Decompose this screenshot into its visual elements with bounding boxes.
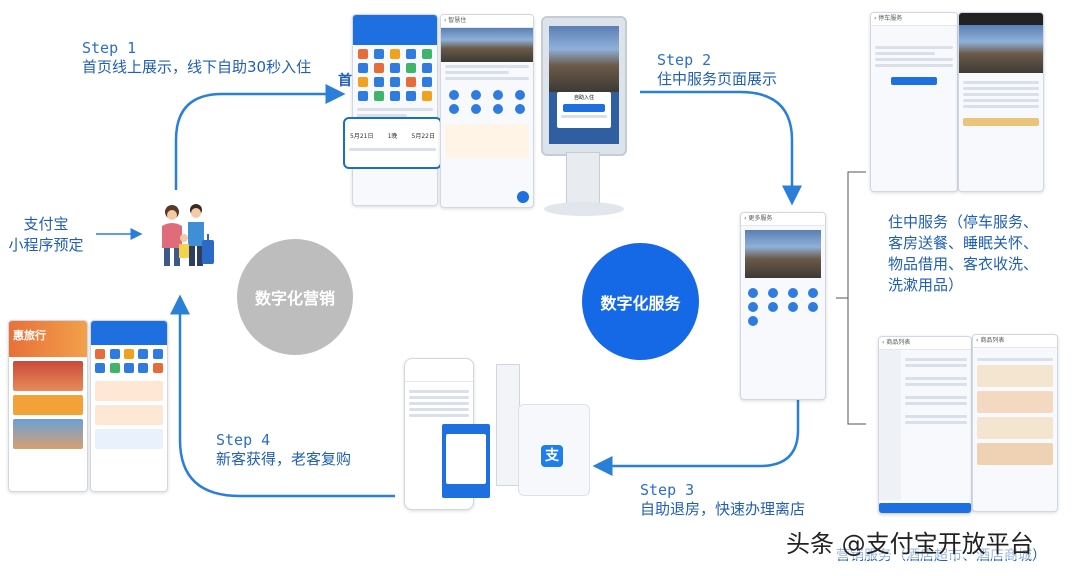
alipay-home-screen xyxy=(352,14,438,206)
checkin-date: 5月21日 xyxy=(350,133,374,140)
step4-label: Step 4 xyxy=(216,431,271,449)
service-line-3: 物品借用、客衣收洗、 xyxy=(888,255,1039,273)
parking-action-button[interactable] xyxy=(891,77,937,85)
service-line-2: 客房送餐、睡眠关怀、 xyxy=(888,234,1039,252)
hotel-settings-screen xyxy=(958,12,1044,192)
step1-desc: 首页线上展示，线下自助30秒入住 xyxy=(82,58,312,76)
product-list-title: 商品列表 xyxy=(980,337,1005,344)
kiosk-stand xyxy=(566,152,600,204)
hotel-detail-screen: ‹ 智慧住 xyxy=(440,14,534,208)
alipay-booking-line2: 小程序预定 xyxy=(8,236,84,254)
service-hotel-photo xyxy=(745,230,821,278)
product-list-screen: ‹ 商品列表 xyxy=(972,334,1058,512)
step4-desc: 新客获得，老客复购 xyxy=(216,450,352,468)
self-checkin-kiosk: 自助入住 xyxy=(541,16,627,156)
checkout-kiosk xyxy=(496,364,520,486)
digital-service-label: 数字化服务 xyxy=(600,293,681,313)
more-services-screen: ‹ 更多服务 xyxy=(740,212,826,400)
alipay-home-screen-2 xyxy=(90,320,168,492)
nights-count: 1晚 xyxy=(387,133,398,140)
checkout-date: 5月22日 xyxy=(411,133,435,140)
float-action-button[interactable] xyxy=(517,191,529,203)
booking-date-card[interactable]: 5月21日 1晚 5月22日 xyxy=(343,117,442,169)
step2-desc: 住中服务页面展示 xyxy=(657,70,778,88)
step3-desc: 自助退房，快速办理离店 xyxy=(640,500,806,518)
step2-label: Step 2 xyxy=(657,51,712,69)
kiosk-dialog-title: 自助入住 xyxy=(573,95,594,101)
kiosk-screen: 自助入住 xyxy=(549,26,619,144)
alipay-logo-icon: 支 xyxy=(541,445,563,467)
service-line-1: 住中服务（停车服务、 xyxy=(888,213,1039,231)
hotel-shop-screen: ‹ 商品列表 xyxy=(878,336,972,514)
source-watermark: 头条 @支付宝开放平台 xyxy=(786,524,1034,559)
alipay-app-grid xyxy=(353,45,437,105)
service-line-4: 洗漱用品） xyxy=(888,276,964,294)
promo-title: 惠旅行 xyxy=(9,321,87,357)
shop-cart-bar[interactable] xyxy=(879,503,971,513)
digital-marketing-circle: 数字化营销 xyxy=(237,239,353,355)
hotel-photo xyxy=(441,28,533,62)
family-travel-illustration xyxy=(162,204,214,266)
service-icon-grid xyxy=(741,284,825,330)
hotel-service-grid xyxy=(441,86,533,118)
step1-label: Step 1 xyxy=(82,39,137,57)
step1-partial-char: 首 xyxy=(338,73,352,89)
more-services-title: 更多服务 xyxy=(748,215,773,222)
alipay-scan-panel: 支 xyxy=(518,404,590,496)
kiosk-base xyxy=(544,202,624,216)
digital-marketing-label: 数字化营销 xyxy=(254,289,335,308)
step3-label: Step 3 xyxy=(640,481,695,499)
confirm-button[interactable] xyxy=(963,118,1039,126)
alipay-booking-label: 支付宝 小程序预定 xyxy=(6,214,86,256)
hotel-detail-header: ‹ 智慧住 xyxy=(441,15,533,28)
parking-service-screen: ‹ 停车服务 xyxy=(870,12,958,192)
kiosk-checkin-button[interactable] xyxy=(563,104,605,112)
digital-service-circle: 数字化服务 xyxy=(582,243,699,360)
alipay-booking-line1: 支付宝 xyxy=(23,215,69,233)
promo-travel-screen: 惠旅行 xyxy=(8,320,88,492)
more-services-header: ‹ 更多服务 xyxy=(741,213,825,226)
kiosk-dialog: 自助入住 xyxy=(557,92,611,128)
promo-banner xyxy=(445,124,529,158)
service-list-text: 住中服务（停车服务、 客房送餐、睡眠关怀、 物品借用、客衣收洗、 洗漱用品） xyxy=(888,212,1038,296)
checkout-bill-card xyxy=(442,424,490,498)
alipay-home-header xyxy=(353,15,437,45)
